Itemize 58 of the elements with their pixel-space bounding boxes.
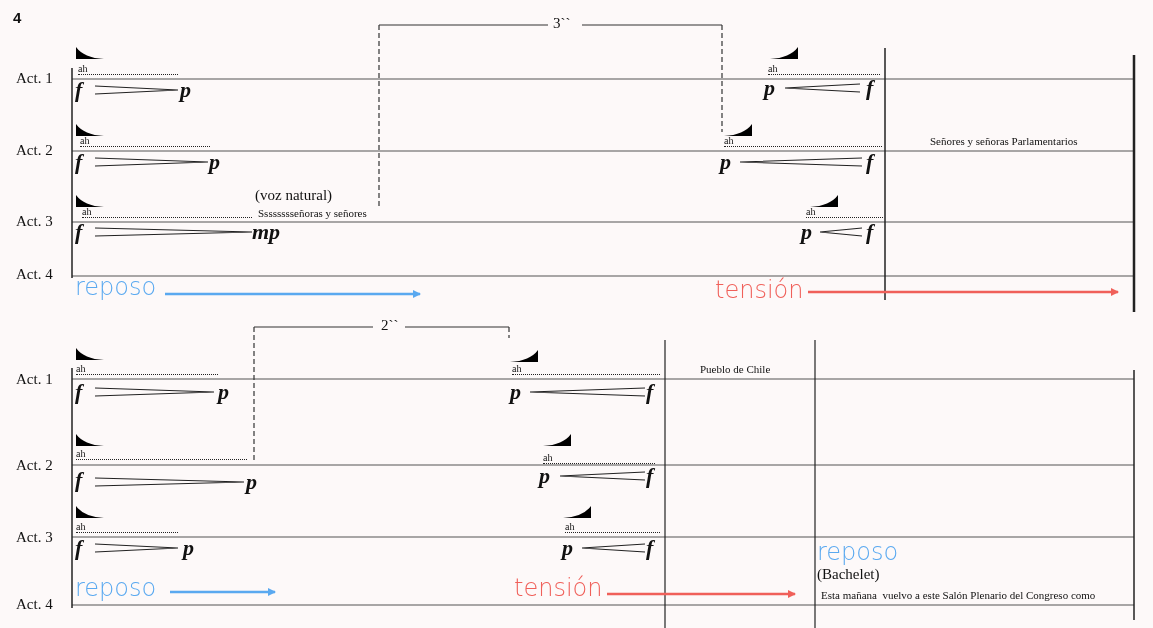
dynamic-marking: f <box>75 536 83 561</box>
state-label: tensión <box>514 575 603 602</box>
dynamic-marking: mp <box>252 220 281 245</box>
syllable-text: ah <box>76 522 178 533</box>
syllable-text: ah <box>78 64 178 75</box>
staff-label: Act. 1 <box>16 371 53 388</box>
page-number: 4 <box>13 10 22 27</box>
spoken-text: Sssssssseñoras y señores <box>258 207 367 220</box>
spoken-text: Pueblo de Chile <box>700 363 771 376</box>
state-label: tensión <box>715 277 804 304</box>
staff-label: Act. 2 <box>16 142 53 159</box>
syllable-text: ah <box>724 136 882 147</box>
duration-text: 3`` <box>553 15 571 32</box>
state-label: reposo <box>75 575 157 602</box>
spoken-text: Esta mañana vuelvo a este Salón Plenario del Congreso como <box>821 589 1096 602</box>
dynamic-marking: p <box>801 220 812 245</box>
dynamic-marking: f <box>75 78 83 103</box>
syllable-text: ah <box>76 364 218 375</box>
staff-label: Act. 3 <box>16 529 53 546</box>
dynamic-marking: f <box>646 464 654 489</box>
dynamic-marking: f <box>646 380 654 405</box>
syllable-text: ah <box>768 64 880 75</box>
syllable-text: ah <box>82 207 252 218</box>
state-label: reposo <box>817 539 899 566</box>
syllable-text: ah <box>543 453 655 464</box>
syllable-text: ah <box>806 207 883 218</box>
dynamic-marking: f <box>866 220 874 245</box>
dynamic-marking: f <box>646 536 654 561</box>
dynamic-marking: p <box>180 78 191 103</box>
dynamic-marking: f <box>75 380 83 405</box>
dynamic-marking: f <box>75 468 83 493</box>
syllable-text: ah <box>512 364 660 375</box>
duration-text: 2`` <box>381 317 399 334</box>
state-label: reposo <box>75 274 157 301</box>
staff-label: Act. 1 <box>16 70 53 87</box>
staff-label: Act. 2 <box>16 457 53 474</box>
performance-note: (Bachelet) <box>817 566 880 583</box>
dynamic-marking: f <box>866 150 874 175</box>
spoken-text: Señores y señoras Parlamentarios <box>930 135 1078 148</box>
staff-label: Act. 4 <box>16 266 53 283</box>
dynamic-marking: f <box>75 220 83 245</box>
dynamic-marking: p <box>562 536 573 561</box>
dynamic-marking: p <box>209 150 220 175</box>
staff-label: Act. 4 <box>16 596 53 613</box>
dynamic-marking: p <box>764 76 775 101</box>
dynamic-marking: p <box>218 380 229 405</box>
dynamic-marking: p <box>183 536 194 561</box>
dynamic-marking: p <box>539 464 550 489</box>
dynamic-marking: f <box>75 150 83 175</box>
dynamic-marking: p <box>246 470 257 495</box>
dynamic-marking: p <box>720 150 731 175</box>
syllable-text: ah <box>76 449 247 460</box>
dynamic-marking: f <box>866 76 874 101</box>
performance-note: (voz natural) <box>255 187 333 204</box>
syllable-text: ah <box>80 136 210 147</box>
syllable-text: ah <box>565 522 660 533</box>
staff-label: Act. 3 <box>16 213 53 230</box>
dynamic-marking: p <box>510 380 521 405</box>
